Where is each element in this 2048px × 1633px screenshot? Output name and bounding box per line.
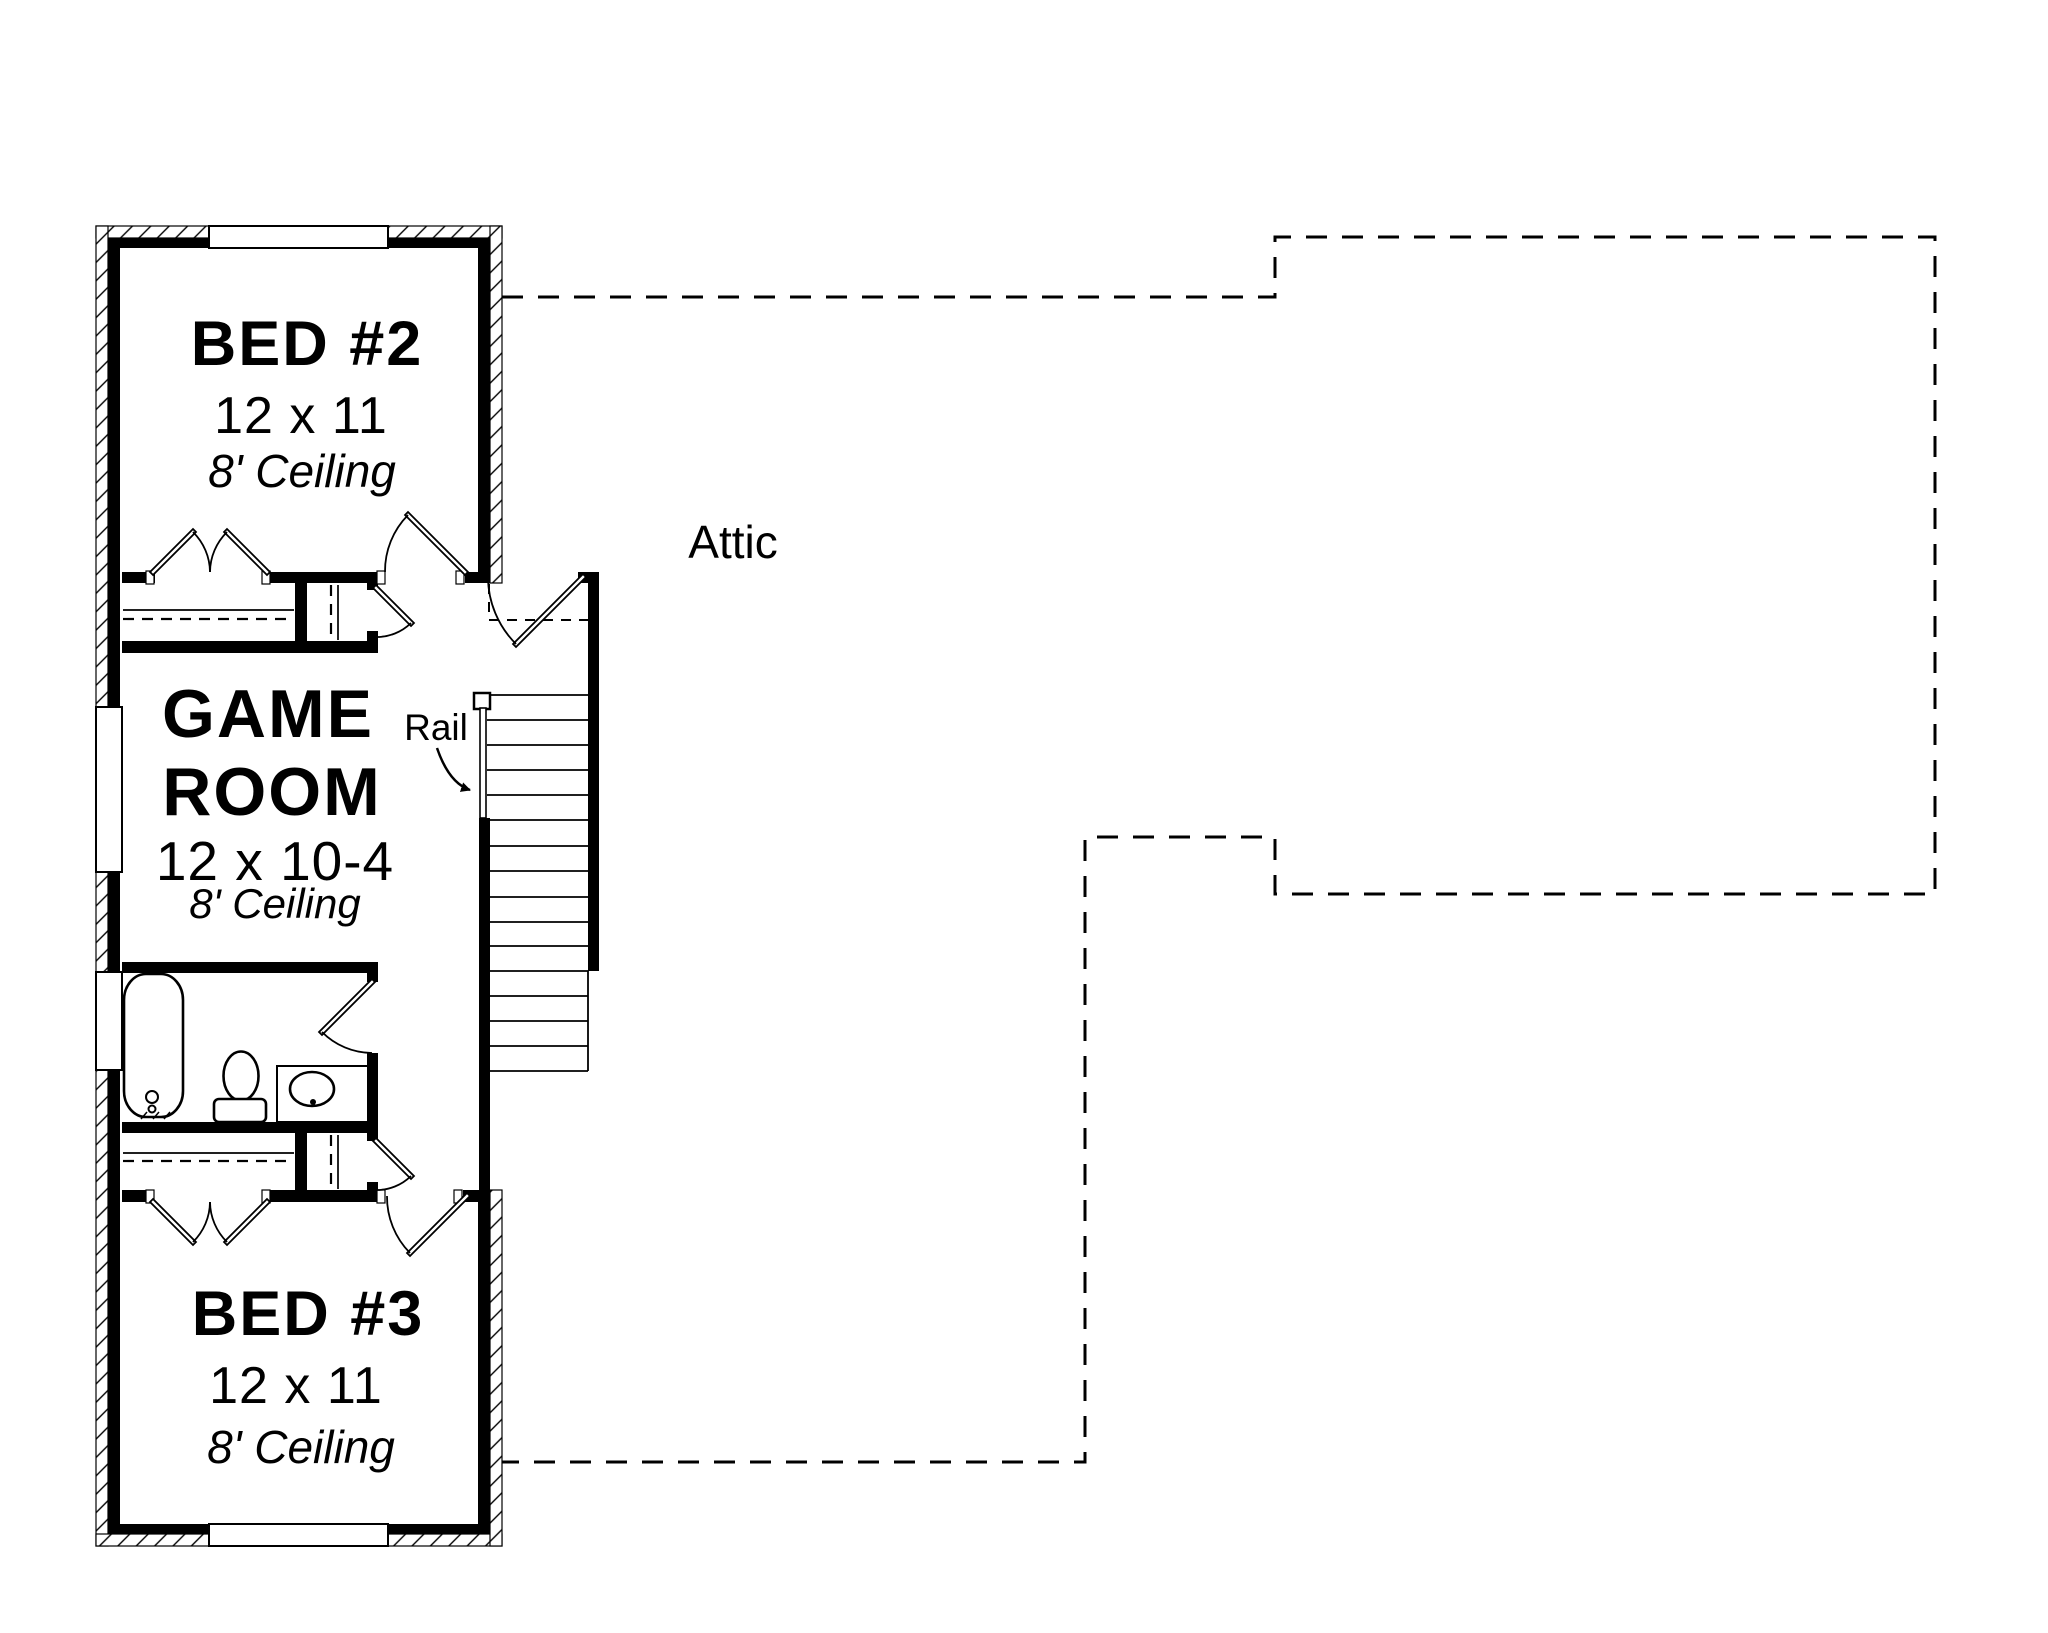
text-labels: BED #2 12 x 11 8' Ceiling GAME ROOM 12 x… — [156, 309, 778, 1473]
attic-door — [487, 572, 588, 649]
exterior-wall-hatch-right-lower — [489, 1189, 503, 1547]
bed2-entry-door — [384, 510, 470, 577]
bathtub — [122, 972, 185, 1119]
window-bed3-south — [208, 1523, 389, 1547]
stair-newel-post — [472, 691, 492, 711]
bed3-room-dimensions: 12 x 11 — [209, 1357, 383, 1415]
jamb — [376, 1189, 386, 1204]
bed2-room-ceiling: 8' Ceiling — [208, 445, 396, 497]
wall-stairwell-right — [588, 572, 599, 971]
wall-stairwell-left — [479, 818, 490, 1202]
bed2-room-name: BED #2 — [191, 309, 424, 379]
wall-closet-divider-top — [295, 572, 307, 653]
wall-bed2-south-a — [122, 572, 155, 583]
staircase — [472, 691, 589, 1072]
bathroom-fixtures — [122, 972, 369, 1124]
bed3-room-name: BED #3 — [192, 1279, 425, 1349]
exterior-walls — [95, 225, 503, 1547]
bed3-entry-door — [386, 1191, 472, 1258]
wall-bed3-north-a — [122, 1190, 153, 1202]
wall-closet-row-bottom — [122, 641, 378, 653]
exterior-wall-black-left — [108, 238, 120, 1524]
exterior-wall-hatch-left — [95, 225, 109, 1547]
wall-closetD-east-top — [367, 1133, 378, 1141]
hall-closet-door-upper — [371, 583, 416, 638]
tub-drain — [147, 1104, 157, 1114]
stair-treads-upper — [487, 694, 588, 972]
wall-bed2-south-c — [465, 572, 490, 583]
bed3-closet-double-door — [148, 1197, 272, 1247]
wall-closetD-east-bottom — [367, 1182, 378, 1202]
wall-closetB-east-top — [367, 583, 378, 590]
gameroom-name-line1: GAME — [162, 676, 374, 752]
gameroom-ceiling: 8' Ceiling — [189, 880, 360, 927]
exterior-wall-black-right-upper — [478, 238, 490, 583]
toilet-bowl — [222, 1050, 260, 1102]
wall-bath-top — [122, 962, 378, 973]
wall-closet-divider-bottom — [295, 1122, 307, 1202]
wall-bed2-south-b — [267, 572, 385, 583]
sink-drain — [310, 1099, 316, 1105]
attic-boundary-dashed-outline — [502, 235, 1937, 1464]
rail-label: Rail — [404, 707, 468, 748]
closet-shelving — [123, 585, 339, 1189]
bed2-closet-double-door — [148, 527, 272, 577]
window-gameroom-west — [95, 706, 123, 873]
bed2-room-dimensions: 12 x 11 — [214, 387, 388, 445]
gameroom-dimensions: 12 x 10-4 — [156, 830, 394, 892]
stair-rail — [479, 707, 487, 819]
wall-bath-east-upper — [367, 962, 378, 982]
jamb — [376, 570, 386, 585]
doors — [148, 510, 588, 1258]
rail-callout-arrow — [435, 747, 471, 792]
hall-closet-door-lower — [371, 1136, 416, 1191]
wall-bath-east-lower — [367, 1053, 378, 1133]
window-bed2-north — [208, 225, 389, 249]
tub-faucet — [145, 1090, 159, 1104]
bathroom-door — [317, 977, 377, 1054]
toilet-tank — [212, 1097, 268, 1124]
tub-feet-marks — [140, 1111, 171, 1120]
wall-closetB-east-bottom — [367, 631, 378, 653]
exterior-wall-black-right-lower — [478, 1190, 490, 1524]
wall-bath-bottom — [122, 1122, 378, 1133]
stair-treads-lower — [490, 971, 589, 1072]
attic-opening-dashed — [488, 584, 588, 621]
interior-walls — [122, 572, 599, 1202]
exterior-wall-hatch-right-upper — [489, 225, 503, 584]
window-bath-west — [95, 971, 123, 1071]
gameroom-name-line2: ROOM — [162, 754, 382, 830]
attic-label: Attic — [688, 516, 777, 568]
bed3-room-ceiling: 8' Ceiling — [207, 1421, 395, 1473]
vanity-sink — [288, 1070, 336, 1108]
